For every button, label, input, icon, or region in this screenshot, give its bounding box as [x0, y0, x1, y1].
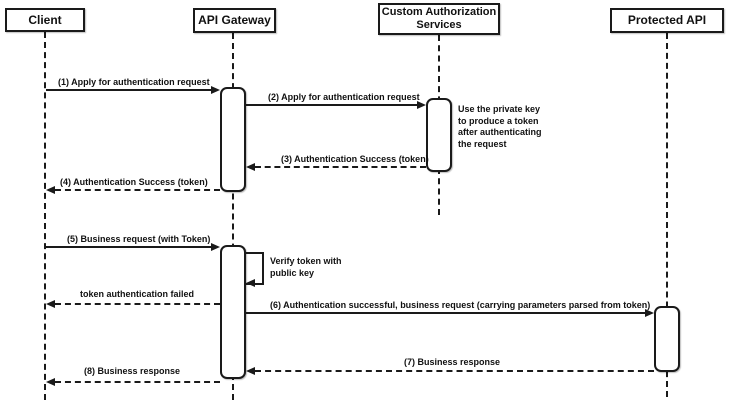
lifeline-client: [44, 32, 46, 400]
message-5-label: (5) Business request (with Token): [67, 234, 211, 244]
message-8-line: [55, 381, 220, 383]
lifeline-protected-api: [666, 33, 668, 397]
self-message-label: Verify token with public key: [270, 256, 342, 278]
participant-client: Client: [5, 8, 85, 32]
message-1-label: (1) Apply for authentication request: [58, 77, 210, 87]
message-7-arrowhead: [246, 367, 255, 375]
message-1-arrowhead: [211, 86, 220, 94]
participant-custom-auth-label: Custom Authorization Services: [381, 5, 497, 31]
message-6-arrowhead: [645, 309, 654, 317]
message-8-arrowhead: [46, 378, 55, 386]
participant-api-gateway: API Gateway: [193, 8, 276, 33]
message-8-label: (8) Business response: [84, 366, 181, 376]
activation-api-gateway-auth: [220, 87, 246, 192]
message-6-label: (6) Authentication successful, business …: [270, 300, 651, 310]
message-7-line: [255, 370, 654, 372]
message-4-arrowhead: [46, 186, 55, 194]
message-4-line: [55, 189, 220, 191]
message-6-line: [246, 312, 645, 314]
participant-api-gateway-label: API Gateway: [198, 13, 271, 28]
self-message-arrowhead: [246, 279, 255, 287]
message-failed-line: [55, 303, 220, 305]
activation-api-gateway-business: [220, 245, 246, 379]
activation-custom-auth: [426, 98, 452, 172]
activation-protected-api: [654, 306, 680, 372]
message-2-arrowhead: [417, 101, 426, 109]
message-failed-arrowhead: [46, 300, 55, 308]
participant-protected-api: Protected API: [610, 8, 724, 33]
message-5-line: [46, 246, 212, 248]
participant-protected-api-label: Protected API: [627, 13, 707, 28]
message-3-arrowhead: [246, 163, 255, 171]
lifeline-api-gateway: [232, 33, 234, 400]
message-3-label: (3) Authentication Success (token): [281, 154, 429, 164]
message-4-label: (4) Authentication Success (token): [60, 177, 208, 187]
message-2-label: (2) Apply for authentication request: [268, 92, 420, 102]
note-private-key: Use the private key to produce a token a…: [458, 104, 542, 149]
message-5-arrowhead: [211, 243, 220, 251]
self-message-loop: [246, 252, 264, 285]
participant-custom-authorization-services: Custom Authorization Services: [378, 3, 500, 35]
message-3-line: [255, 166, 426, 168]
message-failed-label: token authentication failed: [80, 289, 195, 299]
message-7-label: (7) Business response: [404, 357, 501, 367]
message-2-line: [246, 104, 418, 106]
participant-client-label: Client: [28, 12, 62, 27]
message-1-line: [46, 89, 212, 91]
